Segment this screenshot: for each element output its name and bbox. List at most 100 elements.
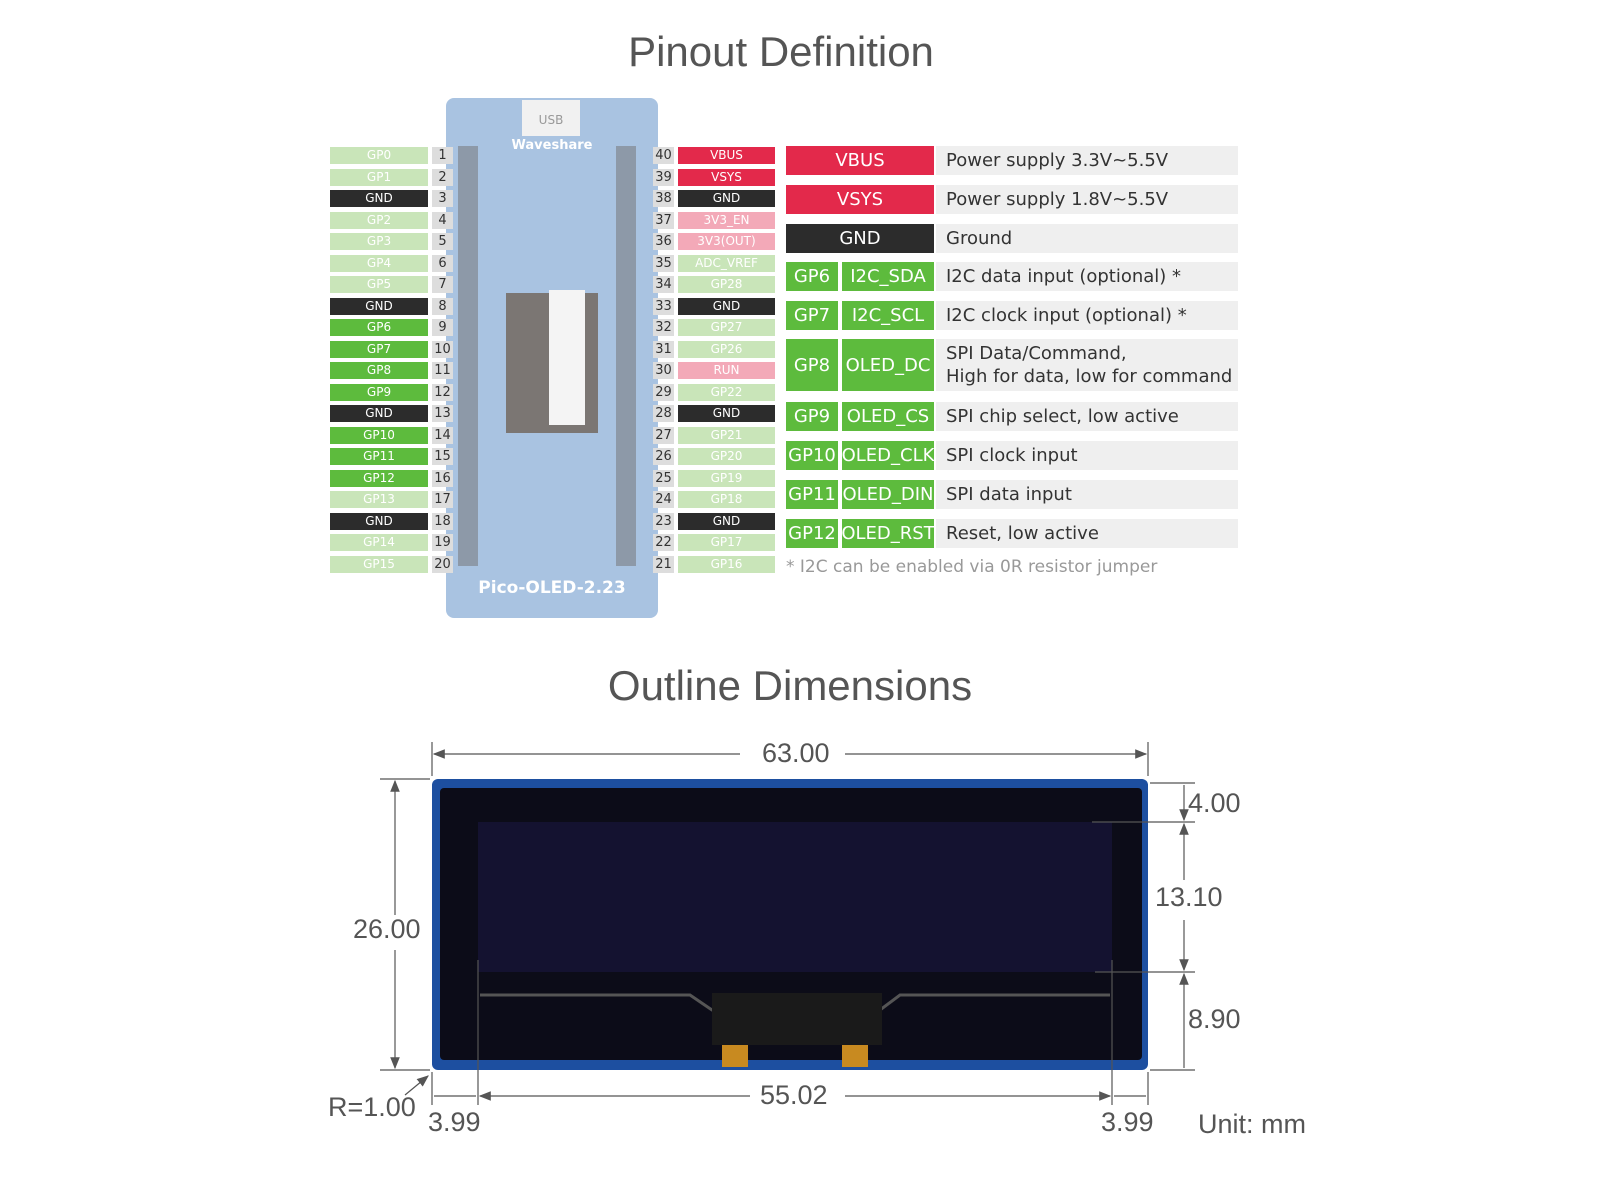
pin-number-right: 35 [653,254,674,272]
pin-number-right: 29 [653,383,674,401]
pin-label-right: GP28 [678,276,775,293]
dim-bottom-height: 8.90 [1188,1004,1241,1034]
pin-label-left: GP15 [330,555,428,573]
pin-label-right: VBUS [678,147,775,164]
pin-label-left: GP10 [330,426,428,444]
pin-label-left: GND [330,190,428,207]
pin-number-left: 7 [432,276,453,293]
pin-number-left: 12 [432,383,453,401]
table-pin: VBUS [786,146,934,175]
board-name: Pico-OLED-2.23 [478,578,626,598]
pin-label-left: GND [330,405,428,422]
table-description: SPI data input [936,480,1238,509]
table-description: SPI chip select, low active [936,402,1238,431]
dim-left-margin: 3.99 [428,1107,481,1137]
pin-label-right: GP21 [678,426,775,444]
table-function: OLED_RST [841,519,935,548]
pin-number-right: 38 [653,190,674,207]
pin-label-right: GND [678,190,775,207]
table-description: Ground [936,224,1238,253]
pin-number-left: 17 [432,491,453,508]
table-function: OLED_CLK [842,441,934,470]
unit-label: Unit: mm [1198,1109,1306,1139]
pin-label-left: GND [330,512,428,530]
table-description: I2C data input (optional) * [936,262,1238,291]
dim-radius: R=1.00 [328,1092,416,1122]
pin-number-left: 13 [432,405,453,422]
table-description: SPI Data/Command, High for data, low for… [936,339,1238,391]
pin-number-right: 24 [653,491,674,508]
pin-number-right: 22 [653,534,674,551]
pin-label-left: GP4 [330,254,428,272]
pin-number-right: 39 [653,168,674,186]
pin-label-right: 3V3(OUT) [678,233,775,250]
pin-label-right: GP22 [678,383,775,401]
pin-number-left: 1 [432,147,453,164]
table-pin: GP8 [786,339,838,391]
pin-label-left: GP5 [330,276,428,293]
pin-number-left: 15 [432,448,453,465]
pin-label-left: GP6 [330,319,428,336]
right-pin-header [616,146,636,566]
pin-number-left: 18 [432,512,453,530]
pin-number-left: 2 [432,168,453,186]
pin-number-left: 8 [432,297,453,315]
pin-number-right: 36 [653,233,674,250]
table-pin: GP9 [786,402,838,431]
pin-label-left: GP0 [330,147,428,164]
pin-label-left: GP13 [330,491,428,508]
pin-number-right: 23 [653,512,674,530]
pin-number-right: 26 [653,448,674,465]
table-description: Reset, low active [936,519,1238,548]
pin-number-left: 5 [432,233,453,250]
dim-right-margin: 3.99 [1101,1107,1154,1137]
pin-label-right: GP16 [678,555,775,573]
pin-label-left: GP11 [330,448,428,465]
pin-number-left: 19 [432,534,453,551]
table-function: OLED_CS [842,402,934,431]
pin-label-right: VSYS [678,168,775,186]
pin-number-right: 25 [653,469,674,487]
table-pin: GP6 [786,262,838,291]
pin-label-right: GP17 [678,534,775,551]
dim-width: 63.00 [762,738,830,768]
table-function: I2C_SDA [842,262,934,291]
pin-number-right: 31 [653,340,674,358]
pin-label-left: GP1 [330,168,428,186]
pin-label-right: GP26 [678,340,775,358]
fpc-cable [549,290,585,425]
pin-number-right: 32 [653,319,674,336]
pin-number-left: 4 [432,211,453,229]
dim-active-width: 55.02 [760,1080,828,1110]
pin-label-left: GP8 [330,362,428,379]
pin-label-left: GP3 [330,233,428,250]
board-brand: Waveshare [511,138,593,153]
dim-top-margin: 4.00 [1188,788,1241,818]
pin-number-left: 6 [432,254,453,272]
pin-label-left: GP7 [330,340,428,358]
pin-number-right: 33 [653,297,674,315]
pin-label-right: GND [678,405,775,422]
table-pin: GP11 [786,480,838,509]
pin-number-left: 11 [432,362,453,379]
pin-number-right: 27 [653,426,674,444]
outline-title: Outline Dimensions [607,662,973,709]
pin-label-right: RUN [678,362,775,379]
active-area [478,822,1112,972]
pin-label-right: ADC_VREF [678,254,775,272]
pin-number-right: 21 [653,555,674,573]
pin-number-left: 3 [432,190,453,207]
pin-number-left: 20 [432,555,453,573]
pin-number-right: 30 [653,362,674,379]
table-function: I2C_SCL [842,301,934,330]
solder-pad-right [842,1045,868,1067]
pin-label-right: GND [678,297,775,315]
pin-label-right: 3V3_EN [678,211,775,229]
left-pin-header [458,146,478,566]
pin-label-right: GP27 [678,319,775,336]
pin-number-left: 9 [432,319,453,336]
pin-number-left: 16 [432,469,453,487]
table-description: Power supply 3.3V~5.5V [936,146,1238,175]
